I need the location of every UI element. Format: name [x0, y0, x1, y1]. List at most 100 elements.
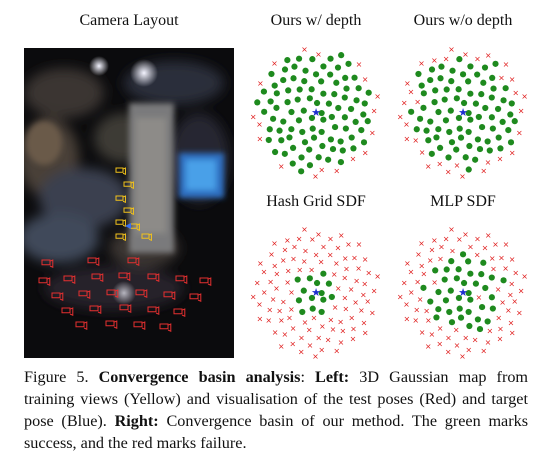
success-marker: [310, 134, 318, 141]
success-marker: [281, 66, 289, 73]
failure-marker: ×: [508, 279, 515, 288]
success-marker: [348, 134, 355, 141]
failure-marker: ×: [485, 158, 492, 167]
success-marker: [295, 55, 303, 62]
success-marker: [329, 145, 337, 153]
failure-marker: ×: [301, 45, 308, 54]
failure-marker: ×: [485, 338, 492, 347]
failure-marker: ×: [342, 293, 349, 302]
success-marker: [505, 126, 512, 134]
success-marker: [432, 267, 439, 274]
success-marker: [467, 296, 474, 303]
success-marker: [338, 52, 345, 59]
success-marker: [318, 128, 325, 136]
failure-marker: ×: [403, 134, 410, 143]
failure-marker: ×: [273, 269, 280, 278]
success-marker: [465, 78, 472, 85]
test-pose-camera: [163, 291, 176, 300]
failure-marker: ×: [365, 269, 372, 278]
failure-marker: ×: [333, 347, 340, 356]
basin-plot-ours-no-depth: ××××××××××××××××××××××××××××××××★: [397, 45, 528, 180]
success-marker: [289, 144, 297, 152]
failure-marker: ×: [418, 59, 425, 68]
success-marker: [445, 154, 452, 161]
success-marker: [353, 97, 360, 104]
success-marker: [347, 105, 355, 113]
failure-marker: ×: [362, 329, 369, 338]
success-marker: [364, 118, 371, 125]
test-pose-camera: [106, 289, 119, 298]
failure-marker: ×: [437, 254, 444, 263]
success-marker: [300, 107, 307, 114]
success-marker: [313, 99, 321, 107]
success-marker: [327, 136, 335, 143]
success-marker: [355, 85, 362, 92]
failure-marker: ×: [459, 172, 466, 180]
failure-marker: ×: [397, 112, 404, 121]
success-marker: [285, 87, 292, 94]
success-marker: [453, 146, 460, 153]
failure-marker: ×: [339, 327, 346, 336]
failure-marker: ×: [333, 259, 340, 268]
success-marker: [448, 319, 456, 326]
success-marker: [325, 100, 332, 107]
failure-marker: ×: [332, 303, 339, 312]
test-pose-camera: [75, 321, 88, 330]
success-marker: [261, 108, 268, 115]
success-marker: [465, 258, 472, 265]
failure-marker: ×: [254, 278, 261, 287]
failure-marker: ×: [361, 318, 368, 327]
success-marker: [337, 159, 345, 166]
success-marker: [465, 109, 472, 117]
failure-marker: ×: [374, 92, 381, 101]
failure-marker: ×: [362, 149, 369, 158]
success-marker: [427, 298, 434, 305]
success-marker: [465, 289, 472, 297]
success-marker: [334, 64, 342, 71]
success-marker: [306, 95, 313, 102]
failure-marker: ×: [511, 297, 518, 306]
failure-marker: ×: [498, 74, 505, 83]
failure-marker: ×: [448, 45, 455, 54]
success-marker: [484, 318, 491, 325]
failure-marker: ×: [521, 92, 528, 101]
success-marker: [492, 60, 499, 67]
success-marker: [318, 289, 325, 297]
success-marker: [298, 168, 305, 175]
failure-marker: ×: [353, 276, 360, 285]
success-marker: [427, 76, 434, 84]
success-marker: [472, 156, 479, 163]
success-marker: [302, 67, 309, 74]
success-marker: [351, 74, 358, 81]
success-marker: [308, 114, 316, 122]
failure-marker: ×: [503, 240, 510, 249]
success-marker: [319, 142, 326, 150]
success-marker: [442, 117, 450, 124]
success-marker: [268, 70, 275, 78]
success-marker: [460, 99, 468, 107]
success-marker: [288, 108, 295, 116]
failure-marker: ×: [273, 284, 280, 293]
success-marker: [435, 108, 442, 116]
success-marker: [455, 114, 463, 122]
success-marker: [428, 66, 436, 73]
failure-marker: ×: [459, 352, 466, 360]
failure-marker: ×: [474, 235, 481, 244]
test-pose-camera: [51, 292, 64, 301]
success-marker: [296, 86, 303, 93]
failure-marker: ×: [423, 307, 430, 316]
success-marker: [488, 94, 495, 101]
failure-marker: ×: [348, 314, 355, 323]
failure-marker: ×: [507, 291, 514, 300]
failure-marker: ×: [475, 293, 482, 302]
success-marker: [425, 137, 432, 144]
failure-marker: ×: [342, 254, 349, 263]
failure-marker: ×: [431, 278, 438, 287]
success-marker: [408, 108, 415, 115]
failure-marker: ×: [467, 242, 474, 251]
success-marker: [417, 115, 424, 122]
test-pose-camera: [119, 304, 132, 313]
failure-marker: ×: [315, 333, 322, 342]
success-marker: [482, 284, 489, 292]
success-marker: [294, 96, 301, 103]
